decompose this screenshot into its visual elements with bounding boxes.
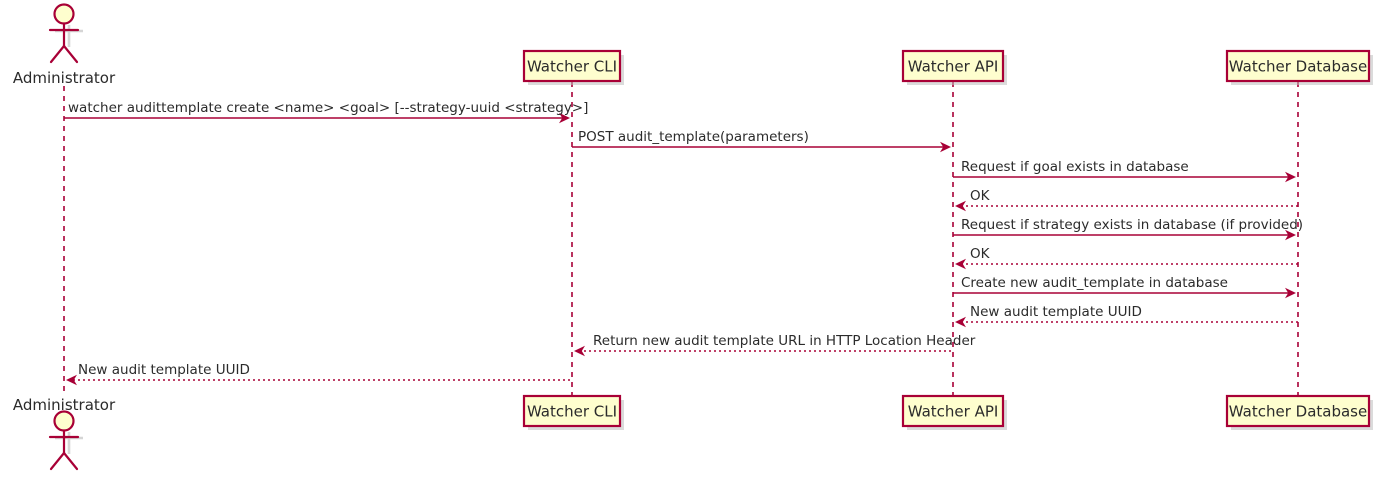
participant-label-watcher-database-bottom: Watcher Database <box>1229 403 1367 421</box>
lifelines-group <box>63 82 1299 396</box>
message-arrowhead-icon <box>1285 287 1296 299</box>
message-label: OK <box>970 188 991 204</box>
actor-shadow-bottom <box>55 432 83 454</box>
message-5: Request if strategy exists in database (… <box>953 217 1303 241</box>
message-label: POST audit_template(parameters) <box>578 129 809 145</box>
message-3: Request if goal exists in database <box>953 159 1296 183</box>
message-label: watcher audittemplate create <name> <goa… <box>68 100 588 116</box>
message-label: Create new audit_template in database <box>961 275 1228 291</box>
message-1: watcher audittemplate create <name> <goa… <box>64 100 588 124</box>
message-arrowhead-icon <box>955 200 966 212</box>
message-arrowhead-icon <box>574 345 585 357</box>
participant-box-watcher-api-bottom[interactable]: Watcher API <box>901 394 1007 430</box>
message-label: Request if strategy exists in database (… <box>961 217 1303 233</box>
message-9: Return new audit template URL in HTTP Lo… <box>574 333 976 357</box>
message-arrowhead-icon <box>66 374 77 386</box>
box-rect <box>1225 394 1371 428</box>
message-8: New audit template UUID <box>955 304 1298 328</box>
participant-box-watcher-database-top[interactable]: Watcher Database <box>1225 49 1373 85</box>
message-6: OK <box>955 246 1298 270</box>
message-4: OK <box>955 188 1298 212</box>
message-arrowhead-icon <box>955 316 966 328</box>
participant-box-watcher-database-bottom[interactable]: Watcher Database <box>1225 394 1373 430</box>
message-label: Request if goal exists in database <box>961 159 1189 175</box>
participant-label-watcher-api-top: Watcher API <box>908 58 999 76</box>
message-label: Return new audit template URL in HTTP Lo… <box>593 333 976 349</box>
message-arrowhead-icon <box>955 258 966 270</box>
box-rect <box>901 394 1005 428</box>
message-arrowhead-icon <box>1285 171 1296 183</box>
participant-label-watcher-cli-top: Watcher CLI <box>527 58 617 76</box>
message-arrowhead-icon <box>940 141 951 153</box>
participant-label-watcher-api-bottom: Watcher API <box>908 403 999 421</box>
participant-box-watcher-cli-bottom[interactable]: Watcher CLI <box>522 394 624 430</box>
box-rect <box>1225 49 1371 83</box>
actor-shadow-top <box>55 25 83 47</box>
box-rect <box>522 394 622 428</box>
message-2: POST audit_template(parameters) <box>572 129 951 153</box>
participant-label-watcher-database-top: Watcher Database <box>1229 58 1367 76</box>
actor-body-icon-top <box>48 22 80 64</box>
actor-label-administrator-bottom: Administrator <box>13 396 116 414</box>
message-arrowhead-icon <box>1285 229 1296 241</box>
message-10: New audit template UUID <box>66 362 570 386</box>
actor-label-administrator-top: Administrator <box>13 69 116 87</box>
box-rect <box>901 49 1005 83</box>
participant-box-watcher-api-top[interactable]: Watcher API <box>901 49 1007 85</box>
message-label: New audit template UUID <box>970 304 1142 320</box>
actor-administrator-bottom[interactable]: Administrator <box>13 396 116 471</box>
messages-layer: watcher audittemplate create <name> <goa… <box>64 100 1303 386</box>
participant-label-watcher-cli-bottom: Watcher CLI <box>527 403 617 421</box>
message-arrowhead-icon <box>559 112 570 124</box>
participant-box-watcher-cli-top[interactable]: Watcher CLI <box>522 49 624 85</box>
actor-head-icon-top <box>53 3 75 25</box>
actor-body-icon-bottom <box>48 429 80 471</box>
message-7: Create new audit_template in database <box>953 275 1296 299</box>
message-label: OK <box>970 246 991 262</box>
actor-administrator-top[interactable]: Administrator <box>13 3 116 88</box>
actor-head-icon-bottom <box>53 410 75 432</box>
message-label: New audit template UUID <box>78 362 250 378</box>
box-rect <box>522 49 622 83</box>
